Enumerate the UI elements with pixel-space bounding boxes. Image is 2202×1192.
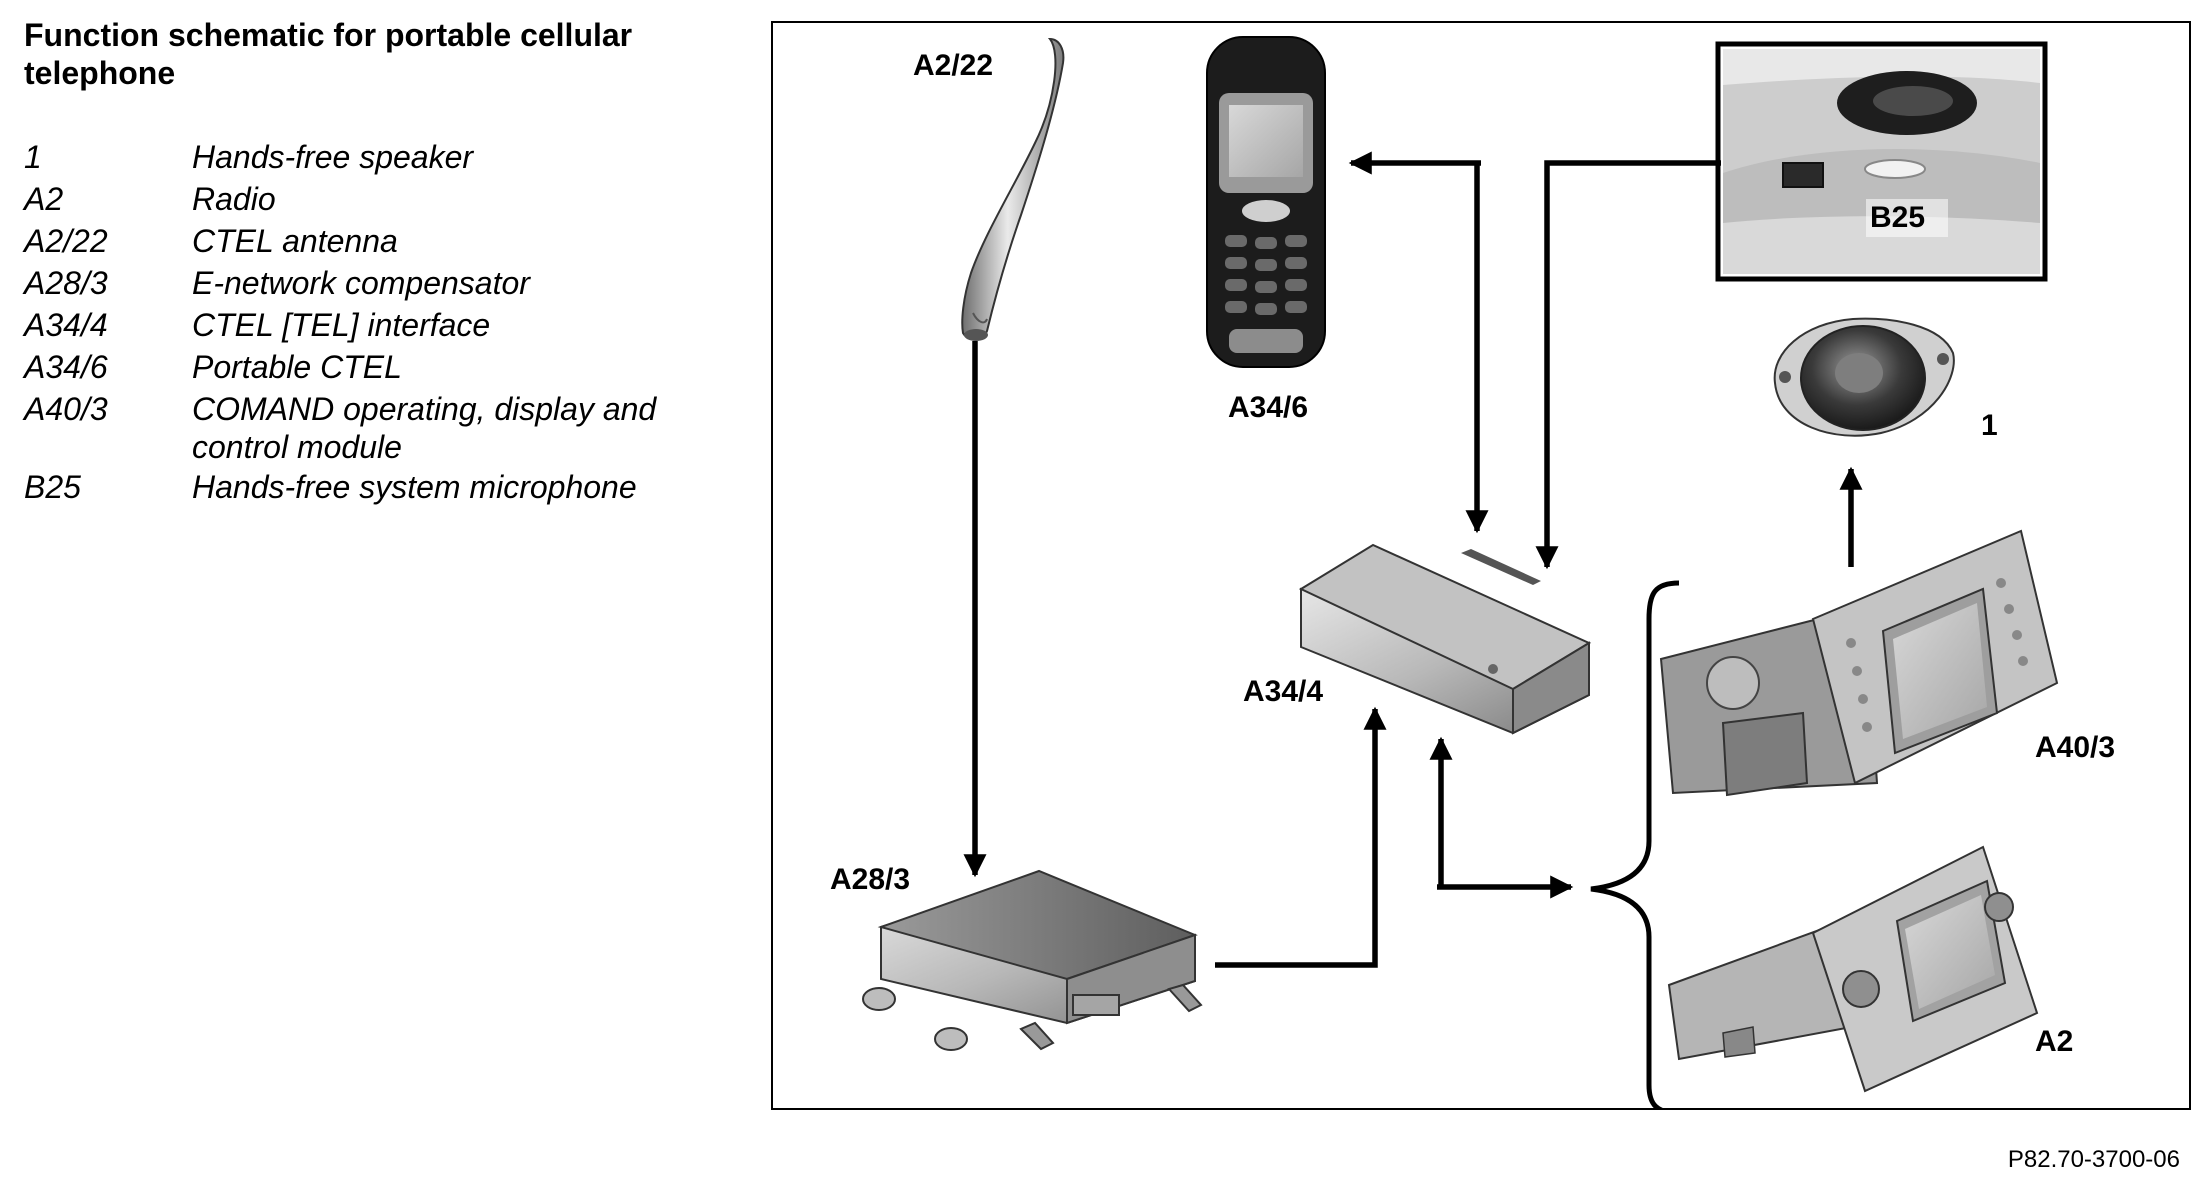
- page-title: Function schematic for portable cellular…: [24, 17, 633, 91]
- comand-module-illustration: [1659, 529, 2059, 797]
- speaker-illustration: [1773, 317, 1955, 437]
- signal-arrows: [963, 151, 1863, 968]
- legend-description: COMAND operating, display and control mo…: [192, 391, 657, 465]
- group-brace: [1590, 580, 1680, 1108]
- schematic-diagram: A2/22 A34/6: [771, 21, 2191, 1110]
- legend-code: 1: [24, 139, 42, 175]
- legend-row: B25 Hands-free system microphone: [24, 466, 744, 508]
- legend-row: A28/3 E-network compensator: [24, 262, 744, 304]
- schematic-canvas: A2/22 A34/6: [830, 36, 2115, 1108]
- legend-description: Hands-free speaker: [192, 139, 474, 175]
- label-microphone: B25: [1870, 201, 1925, 234]
- microphone-photo: [1715, 41, 2048, 282]
- legend-code: A2/22: [24, 223, 108, 259]
- legend-code: A28/3: [24, 265, 108, 301]
- legend-row: A34/6 Portable CTEL: [24, 346, 744, 388]
- interface-module-illustration: [1298, 543, 1592, 735]
- phone-illustration: [1206, 36, 1326, 368]
- label-antenna: A2/22: [913, 49, 993, 82]
- compensator-illustration: [862, 869, 1203, 1051]
- legend-code: A34/6: [24, 349, 108, 385]
- label-speaker: 1: [1981, 409, 1998, 442]
- label-radio: A2: [2035, 1025, 2073, 1058]
- legend-description: Portable CTEL: [192, 349, 402, 385]
- legend-row: A2/22 CTEL antenna: [24, 220, 744, 262]
- figure-reference-code: P82.70-3700-06: [2007, 1146, 2180, 1173]
- legend-description: CTEL [TEL] interface: [192, 307, 491, 343]
- legend-row: A40/3 COMAND operating, display and cont…: [24, 388, 744, 466]
- legend-description: E-network compensator: [192, 265, 530, 301]
- antenna-illustration: [961, 37, 1065, 341]
- legend-row: A2 Radio: [24, 178, 744, 220]
- legend-description: CTEL antenna: [192, 223, 398, 259]
- arrow-compensator-to-interface: [1215, 706, 1387, 968]
- arrow-microphone-to-interface: [1535, 160, 1721, 570]
- legend: 1 Hands-free speaker A2 Radio A2/22 CTEL…: [24, 136, 744, 508]
- legend-code: A2: [24, 181, 64, 217]
- legend-row: 1 Hands-free speaker: [24, 136, 744, 178]
- legend-description: Radio: [192, 181, 276, 217]
- legend-code: A40/3: [24, 391, 108, 427]
- label-interface: A34/4: [1243, 675, 1323, 708]
- legend-code: B25: [24, 469, 81, 505]
- label-compensator: A28/3: [830, 863, 910, 896]
- radio-illustration: [1667, 845, 2039, 1093]
- legend-row: A34/4 CTEL [TEL] interface: [24, 304, 744, 346]
- label-phone: A34/6: [1228, 391, 1308, 424]
- label-comand: A40/3: [2035, 731, 2115, 764]
- legend-description: Hands-free system microphone: [192, 469, 637, 505]
- legend-code: A34/4: [24, 307, 108, 343]
